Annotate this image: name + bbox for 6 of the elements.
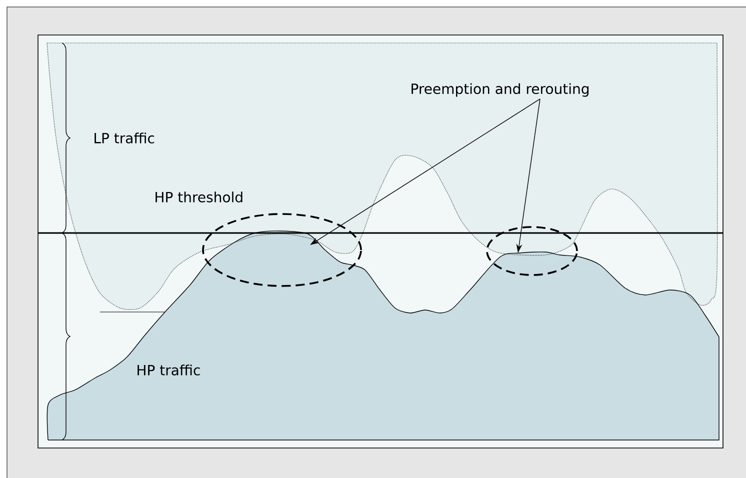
traffic-label: LP traffic [94, 132, 154, 144]
dashed-ellipse [202, 213, 362, 287]
callout-text: Preemption and rerouting [412, 83, 589, 97]
dashed-ellipse [486, 226, 578, 276]
threshold-label: HP threshold [156, 192, 242, 202]
traffic-label: HP traffic [138, 364, 200, 376]
